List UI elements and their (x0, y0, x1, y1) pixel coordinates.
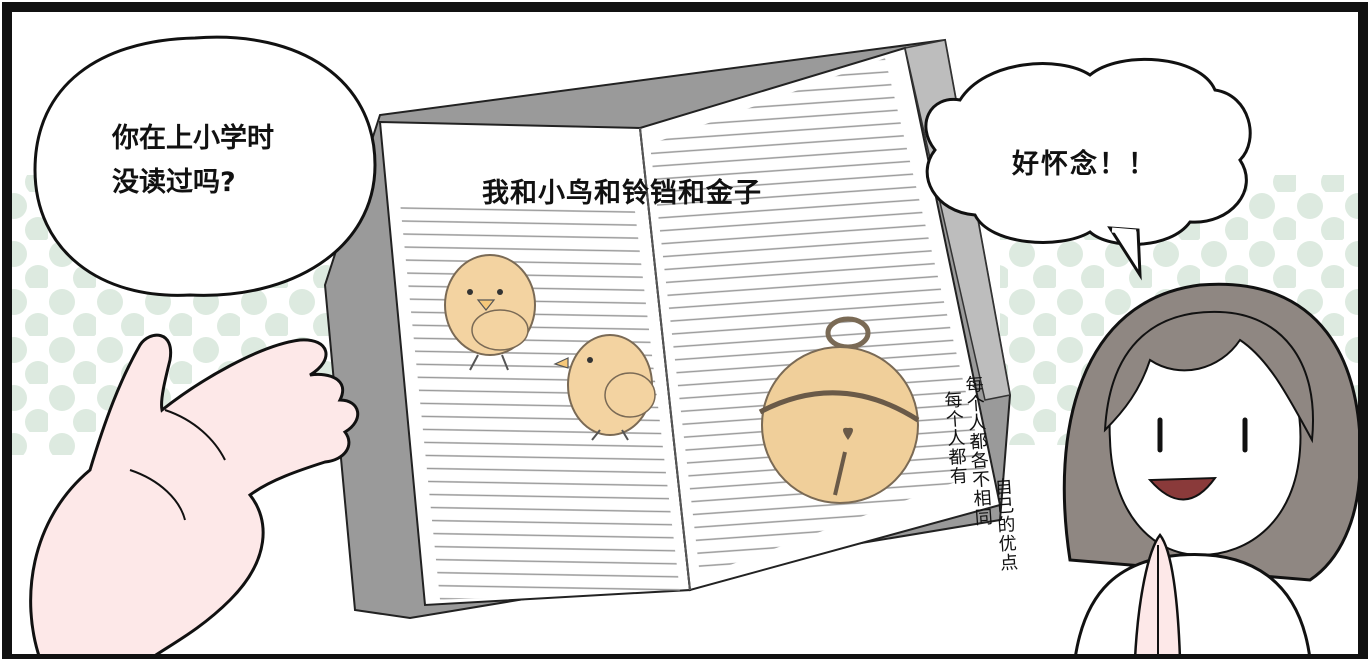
speech-left-line1: 你在上小学时 (112, 123, 274, 154)
girl-character (1062, 282, 1362, 659)
chick-illustration (553, 334, 656, 441)
book-title: 我和小鸟和铃铛和金子 (482, 178, 762, 209)
open-book (323, 38, 1012, 620)
speech-left-line2: 没读过吗? (112, 167, 236, 198)
speech-bubble-left (33, 35, 377, 297)
bell-illustration (758, 316, 920, 504)
speech-right-text: 好怀念！！ (1012, 149, 1157, 180)
hand-illustration (29, 333, 359, 659)
speech-bubble-right (924, 57, 1252, 281)
chick-illustration (444, 254, 536, 371)
